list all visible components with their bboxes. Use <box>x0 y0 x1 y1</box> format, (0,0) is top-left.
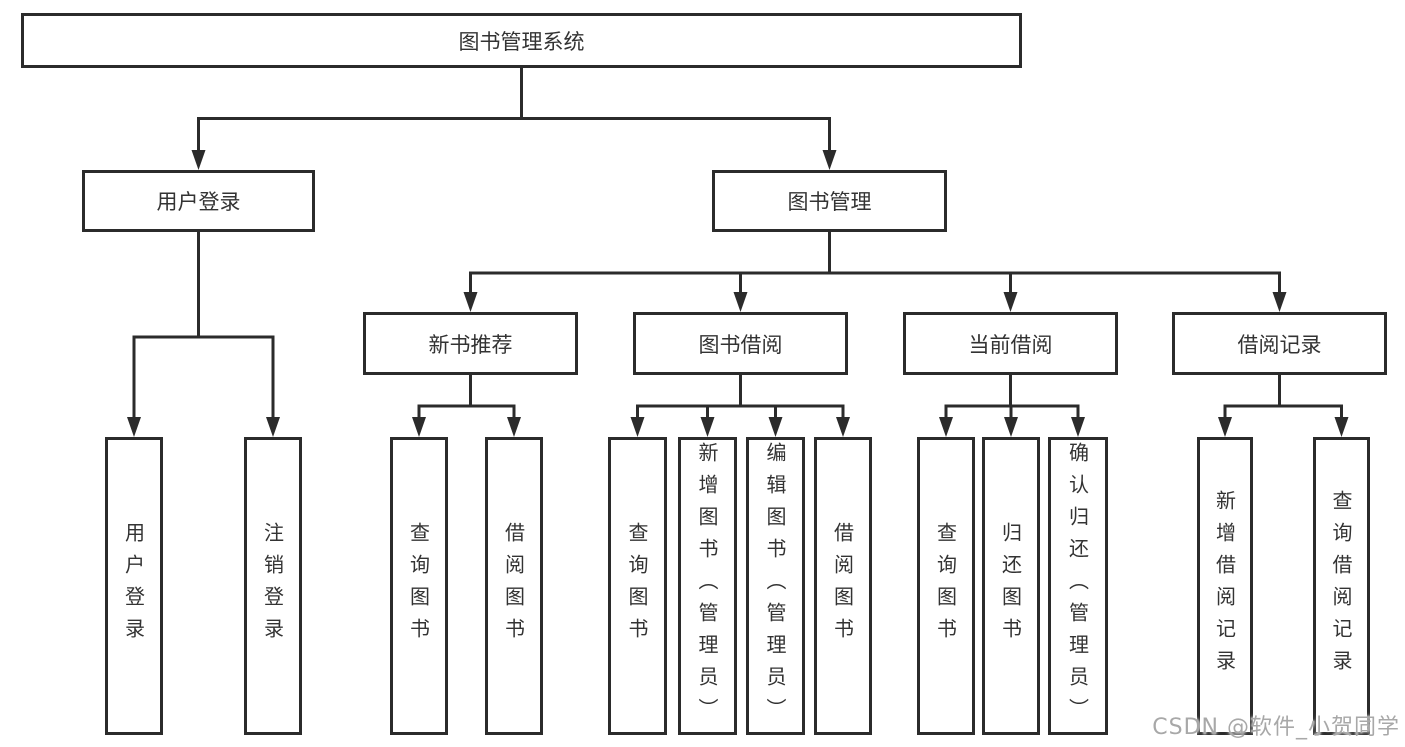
arrow-icon <box>630 417 645 437</box>
arrow-icon <box>266 417 280 437</box>
connector-records-right <box>1279 404 1343 419</box>
connector-borrow-left <box>636 375 742 419</box>
node-book-management: 图书管理 <box>712 170 947 232</box>
leaf-add-borrow-record: 新增借阅记录 <box>1197 437 1253 735</box>
arrow-icon <box>700 417 715 437</box>
connector-current-right <box>1010 404 1080 419</box>
arrow-icon <box>768 417 783 437</box>
leaf-borrow-books: 借阅图书 <box>814 437 872 735</box>
leaf-query-books-current: 查询图书 <box>917 437 975 735</box>
arrow-icon <box>1071 417 1085 437</box>
arrow-icon <box>463 292 478 312</box>
arrow-icon <box>1272 292 1287 312</box>
node-borrow-records: 借阅记录 <box>1172 312 1387 375</box>
connector-recommend-right <box>470 404 516 419</box>
connector-borrow-right <box>740 404 845 419</box>
arrow-icon <box>1334 417 1349 437</box>
leaf-query-books-recommend: 查询图书 <box>390 437 448 735</box>
connector-book-mgmt-left <box>469 232 831 294</box>
node-current-borrow: 当前借阅 <box>903 312 1118 375</box>
arrow-icon <box>822 150 837 170</box>
arrow-icon <box>1003 292 1018 312</box>
arrow-icon <box>1218 417 1232 437</box>
arrow-icon <box>507 417 521 437</box>
node-book-borrow: 图书借阅 <box>633 312 848 375</box>
arrow-icon <box>733 292 748 312</box>
node-root: 图书管理系统 <box>21 13 1022 68</box>
connector-user-login-right <box>198 335 275 419</box>
connector-book-mgmt-right <box>829 271 1281 294</box>
leaf-add-book-admin: 新增图书（管理员） <box>678 437 737 735</box>
leaf-borrow-books-recommend: 借阅图书 <box>485 437 543 735</box>
node-new-book-recommend: 新书推荐 <box>363 312 578 375</box>
arrow-icon <box>127 417 141 437</box>
arrow-icon <box>412 417 426 437</box>
connector-root-to-user-login <box>197 68 523 152</box>
leaf-edit-book-admin: 编辑图书（管理员） <box>746 437 805 735</box>
leaf-query-books-borrow: 查询图书 <box>608 437 667 735</box>
connector-records-left <box>1223 375 1281 419</box>
arrowheads <box>127 150 1349 437</box>
leaf-return-book: 归还图书 <box>982 437 1040 735</box>
arrow-icon <box>939 417 953 437</box>
arrow-icon <box>191 150 206 170</box>
connector-current-left <box>944 375 1012 419</box>
connector-root-to-book-management <box>521 117 831 152</box>
leaf-logout: 注销登录 <box>244 437 302 735</box>
arrow-icon <box>1004 417 1018 437</box>
leaf-query-borrow-record: 查询借阅记录 <box>1313 437 1370 735</box>
node-user-login: 用户登录 <box>82 170 315 232</box>
arrow-icon <box>836 417 850 437</box>
leaf-confirm-return-admin: 确认归还（管理员） <box>1048 437 1108 735</box>
leaf-user-login: 用户登录 <box>105 437 163 735</box>
connector-user-login-left <box>132 232 200 419</box>
csdn-watermark: CSDN @软件_小贺同学 <box>1152 715 1400 740</box>
connector-recommend-left <box>417 375 472 419</box>
